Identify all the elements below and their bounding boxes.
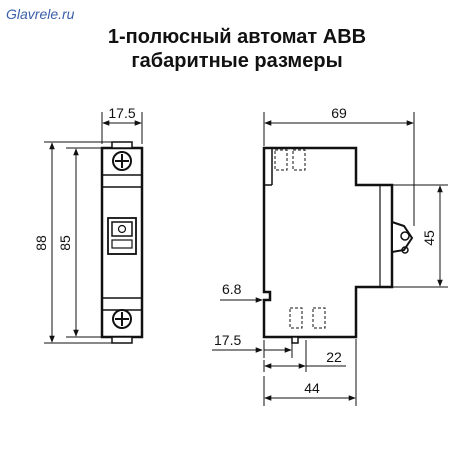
diagram-title: 1-полюсный автомат ABB xyxy=(107,26,367,48)
side-overall-depth-dimension: 69 xyxy=(263,105,415,226)
bottom-terminal-screw-icon xyxy=(112,309,132,329)
top-terminal-screw-icon xyxy=(112,151,132,171)
toggle-lever-front xyxy=(107,217,137,255)
side-module-width-label: 17.5 xyxy=(214,332,241,348)
side-rail-offset-dimension: 6.8 xyxy=(220,281,263,303)
side-step-dimension: 22 xyxy=(263,340,346,372)
front-outer-height-label: 88 xyxy=(33,235,49,251)
front-width-label: 17.5 xyxy=(108,105,135,121)
front-inner-height-dimension: 85 xyxy=(57,147,102,338)
front-inner-height-label: 85 xyxy=(57,235,73,251)
side-lever-height-dimension: 45 xyxy=(392,184,448,288)
side-view: 69 45 6.8 17.5 22 xyxy=(212,105,448,406)
side-lever-height-label: 45 xyxy=(421,230,437,246)
side-overall-depth-label: 69 xyxy=(331,105,347,121)
front-outer-height-dimension: 88 xyxy=(33,141,112,344)
side-front-depth-label: 44 xyxy=(304,380,320,396)
terminal-hidden-outline xyxy=(274,149,288,171)
side-front-depth-dimension: 44 xyxy=(263,339,357,406)
breaker-body-side xyxy=(262,146,394,339)
side-step-label: 22 xyxy=(326,349,342,365)
side-module-width-dimension: 17.5 xyxy=(212,332,293,358)
diagram-subtitle: габаритные размеры xyxy=(131,50,343,72)
front-view: 17.5 88 85 xyxy=(33,105,144,344)
site-watermark: Glavrele.ru xyxy=(6,6,75,22)
front-width-dimension: 17.5 xyxy=(101,105,143,144)
toggle-lever-side-icon xyxy=(391,220,414,254)
side-rail-offset-label: 6.8 xyxy=(222,281,242,297)
